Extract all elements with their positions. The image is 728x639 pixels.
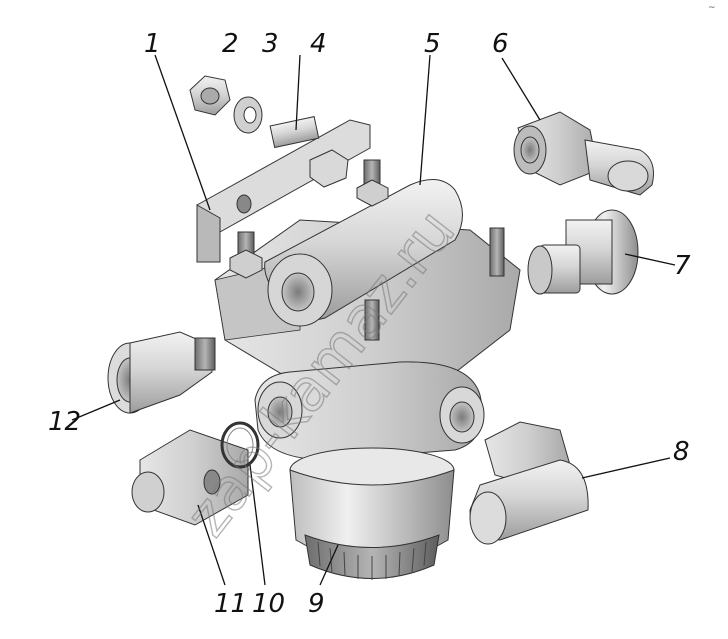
callout-8: 8 bbox=[673, 437, 690, 467]
bottom-cap bbox=[289, 447, 455, 580]
o-ring bbox=[220, 421, 260, 469]
tee-fitting bbox=[469, 421, 589, 545]
callout-11: 11 bbox=[214, 589, 247, 619]
callout-2: 2 bbox=[222, 29, 239, 59]
callout-4: 4 bbox=[310, 29, 327, 59]
leader-lines bbox=[71, 54, 676, 586]
elbow-fitting bbox=[513, 111, 654, 196]
lock-washer bbox=[233, 96, 263, 134]
nut bbox=[189, 75, 231, 116]
callout-labels: 1 2 3 4 5 6 7 8 9 10 11 12 bbox=[48, 29, 691, 619]
connector-fitting bbox=[107, 331, 216, 414]
studs bbox=[229, 159, 505, 341]
callout-9: 9 bbox=[308, 589, 325, 619]
callout-12: 12 bbox=[48, 407, 81, 437]
callout-6: 6 bbox=[492, 29, 509, 59]
callout-3: 3 bbox=[262, 29, 279, 59]
callout-5: 5 bbox=[424, 29, 441, 59]
callout-1: 1 bbox=[144, 29, 161, 59]
valve-body bbox=[214, 159, 521, 461]
bolt bbox=[269, 116, 349, 188]
straight-fitting bbox=[527, 209, 639, 295]
callout-7: 7 bbox=[674, 251, 691, 281]
corner-mark: ~ bbox=[708, 3, 716, 13]
plug-block bbox=[131, 429, 249, 526]
callout-10: 10 bbox=[252, 589, 285, 619]
